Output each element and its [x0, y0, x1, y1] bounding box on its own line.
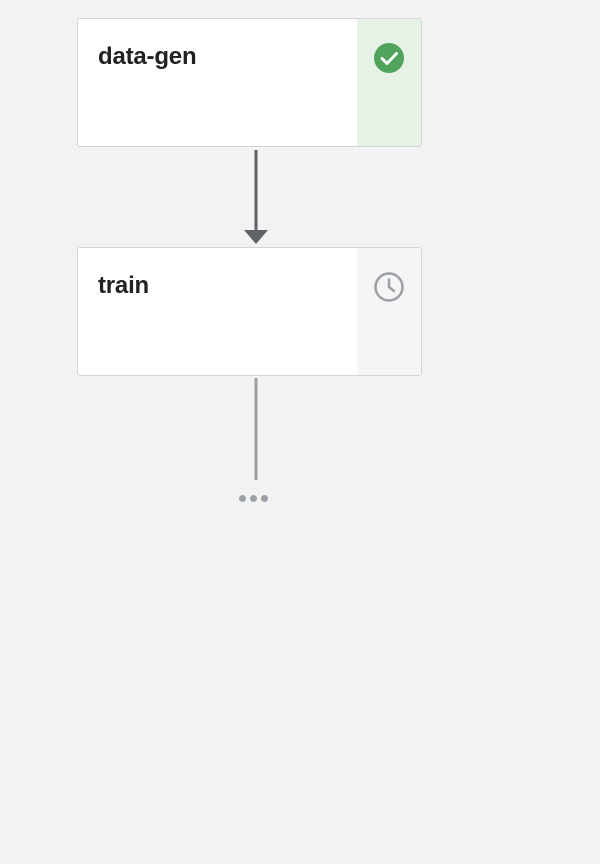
node-label: data-gen — [98, 43, 197, 70]
more-icon[interactable] — [239, 495, 268, 502]
status-panel — [357, 19, 421, 146]
edge-arrowhead — [244, 230, 268, 244]
check-circle-icon — [374, 43, 404, 73]
pipeline-node-train[interactable]: train — [77, 247, 422, 376]
pipeline-node-data-gen[interactable]: data-gen — [77, 18, 422, 147]
more-dot — [250, 495, 257, 502]
clock-icon — [374, 272, 404, 302]
more-dot — [261, 495, 268, 502]
status-panel — [357, 248, 421, 375]
node-label: train — [98, 272, 150, 299]
more-dot — [239, 495, 246, 502]
